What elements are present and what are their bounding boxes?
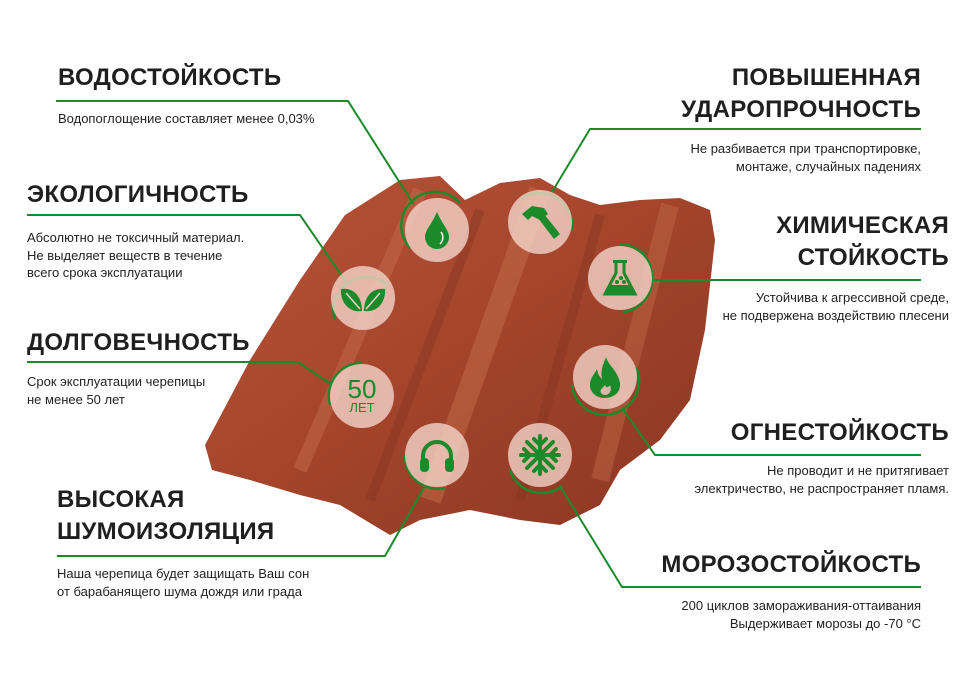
desc-line: всего срока эксплуатации — [27, 265, 183, 280]
title-line: СТОЙКОСТЬ — [797, 244, 949, 271]
desc-line: Устойчива к агрессивной среде, — [755, 290, 949, 305]
desc-line: монтаже, случайных падениях — [735, 158, 921, 174]
desc-line: Водопоглощение составляет менее 0,03% — [58, 111, 315, 126]
leaves-icon — [331, 266, 395, 330]
desc-line: Не проводит и не притягивает — [766, 463, 949, 478]
feature-title-water-resistance: ВОДОСТОЙКОСТЬ — [58, 64, 282, 91]
feature-desc-noise: Наша черепица будет защищать Ваш сон от … — [57, 565, 309, 600]
desc-line: Абсолютно не токсичный материал. — [27, 230, 245, 245]
connector-lines — [27, 100, 921, 588]
desc-line: не менее 50 лет — [27, 391, 125, 407]
feature-title-impact: ПОВЫШЕННАЯ УДАРОПРОЧНОСТЬ — [681, 62, 921, 126]
desc-line: от барабанящего шума дождя или града — [57, 583, 302, 599]
desc-line: электричество, не распространяет пламя. — [694, 480, 949, 496]
title-line: ШУМОИЗОЛЯЦИЯ — [57, 518, 275, 545]
badge-number: 50 — [347, 374, 377, 404]
desc-line: Не выделяет веществ в течение — [27, 247, 223, 263]
title-line: ПОВЫШЕННАЯ — [731, 64, 921, 91]
feature-title-chemical: ХИМИЧЕСКАЯ СТОЙКОСТЬ — [776, 210, 949, 274]
feature-desc-water-resistance: Водопоглощение составляет менее 0,03% — [58, 110, 314, 128]
roof-tile — [205, 176, 715, 535]
feature-title-eco: ЭКОЛОГИЧНОСТЬ — [27, 181, 249, 208]
desc-line: не подвержена воздействию плесени — [722, 307, 949, 323]
title-line: УДАРОПРОЧНОСТЬ — [681, 96, 921, 123]
desc-line: Выдерживает морозы до -70 °С — [729, 615, 921, 631]
feature-desc-impact: Не разбивается при транспортировке, монт… — [690, 140, 921, 175]
feature-title-durability: ДОЛГОВЕЧНОСТЬ — [27, 329, 250, 356]
feature-desc-chemical: Устойчива к агрессивной среде, не подвер… — [723, 289, 949, 324]
fifty-years-icon: 50 ЛЕТ — [330, 364, 394, 428]
flask-icon — [588, 246, 652, 310]
feature-desc-fire: Не проводит и не притягивает электричест… — [694, 462, 949, 497]
badge-unit: ЛЕТ — [349, 400, 375, 415]
feature-desc-eco: Абсолютно не токсичный материал. Не выде… — [27, 229, 244, 282]
flame-icon — [573, 345, 637, 409]
desc-line: Не разбивается при транспортировке, — [690, 141, 921, 156]
desc-line: 200 циклов замораживания-оттаивания — [681, 598, 921, 613]
feature-desc-durability: Срок эксплуатации черепицы не менее 50 л… — [27, 373, 205, 408]
feature-desc-frost: 200 циклов замораживания-оттаивания Выде… — [681, 597, 921, 632]
title-line: ХИМИЧЕСКАЯ — [776, 212, 949, 239]
desc-line: Срок эксплуатации черепицы — [27, 374, 206, 389]
headphones-icon — [405, 423, 469, 487]
water-drop-icon — [405, 198, 469, 262]
snowflake-icon — [508, 423, 572, 487]
hammer-icon — [508, 190, 572, 254]
desc-line: Наша черепица будет защищать Ваш сон — [57, 566, 310, 581]
feature-title-noise: ВЫСОКАЯ ШУМОИЗОЛЯЦИЯ — [57, 484, 274, 548]
feature-title-fire: ОГНЕСТОЙКОСТЬ — [730, 419, 949, 446]
title-line: ВЫСОКАЯ — [57, 486, 185, 513]
feature-title-frost: МОРОЗОСТОЙКОСТЬ — [661, 551, 921, 578]
